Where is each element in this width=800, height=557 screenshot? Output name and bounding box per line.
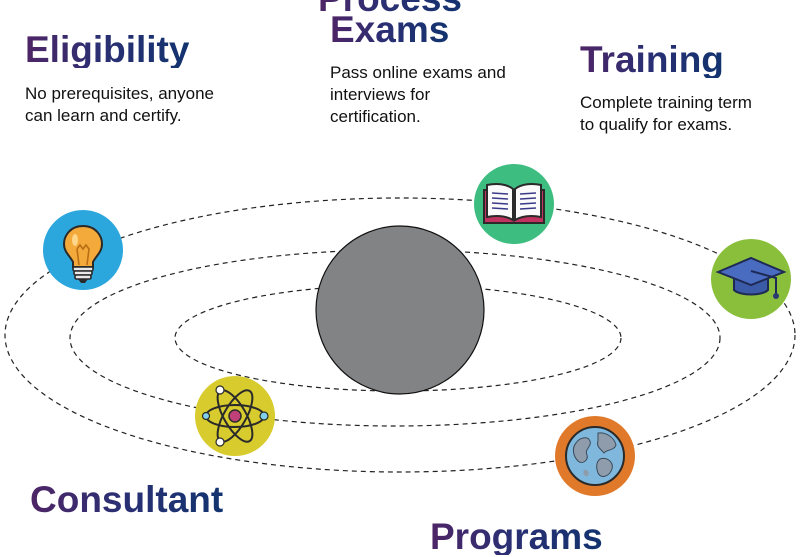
training-description: Complete training term to qualify for ex…	[580, 92, 752, 136]
exams-text-line: certification.	[330, 107, 421, 126]
eligibility-description: No prerequisites, anyone can learn and c…	[25, 83, 214, 127]
atom-icon	[195, 376, 275, 456]
exams-text-line: Pass online exams and	[330, 63, 506, 82]
eligibility-text-line: can learn and certify.	[25, 106, 182, 125]
training-text-line: to qualify for exams.	[580, 115, 733, 134]
outer-orbit	[4, 197, 796, 473]
eligibility-text-line: No prerequisites, anyone	[25, 84, 215, 103]
exams-title: Exams	[330, 9, 450, 50]
training-title: Training	[580, 39, 724, 80]
globe-icon	[555, 416, 635, 496]
open-book-icon	[474, 164, 554, 244]
eligibility-title: Eligibility	[25, 29, 190, 70]
orbit-diagram	[4, 197, 796, 473]
exams-description: Pass online exams and interviews for cer…	[330, 62, 506, 128]
consultant-title: Consultant	[30, 479, 224, 520]
process-partial-title: Process	[318, 0, 462, 17]
training-text-line: Complete training term	[580, 93, 752, 112]
light-bulb-icon	[43, 210, 123, 290]
exams-text-line: interviews for	[330, 85, 431, 104]
graduation-cap-icon	[711, 239, 791, 319]
center-planet	[315, 225, 485, 395]
